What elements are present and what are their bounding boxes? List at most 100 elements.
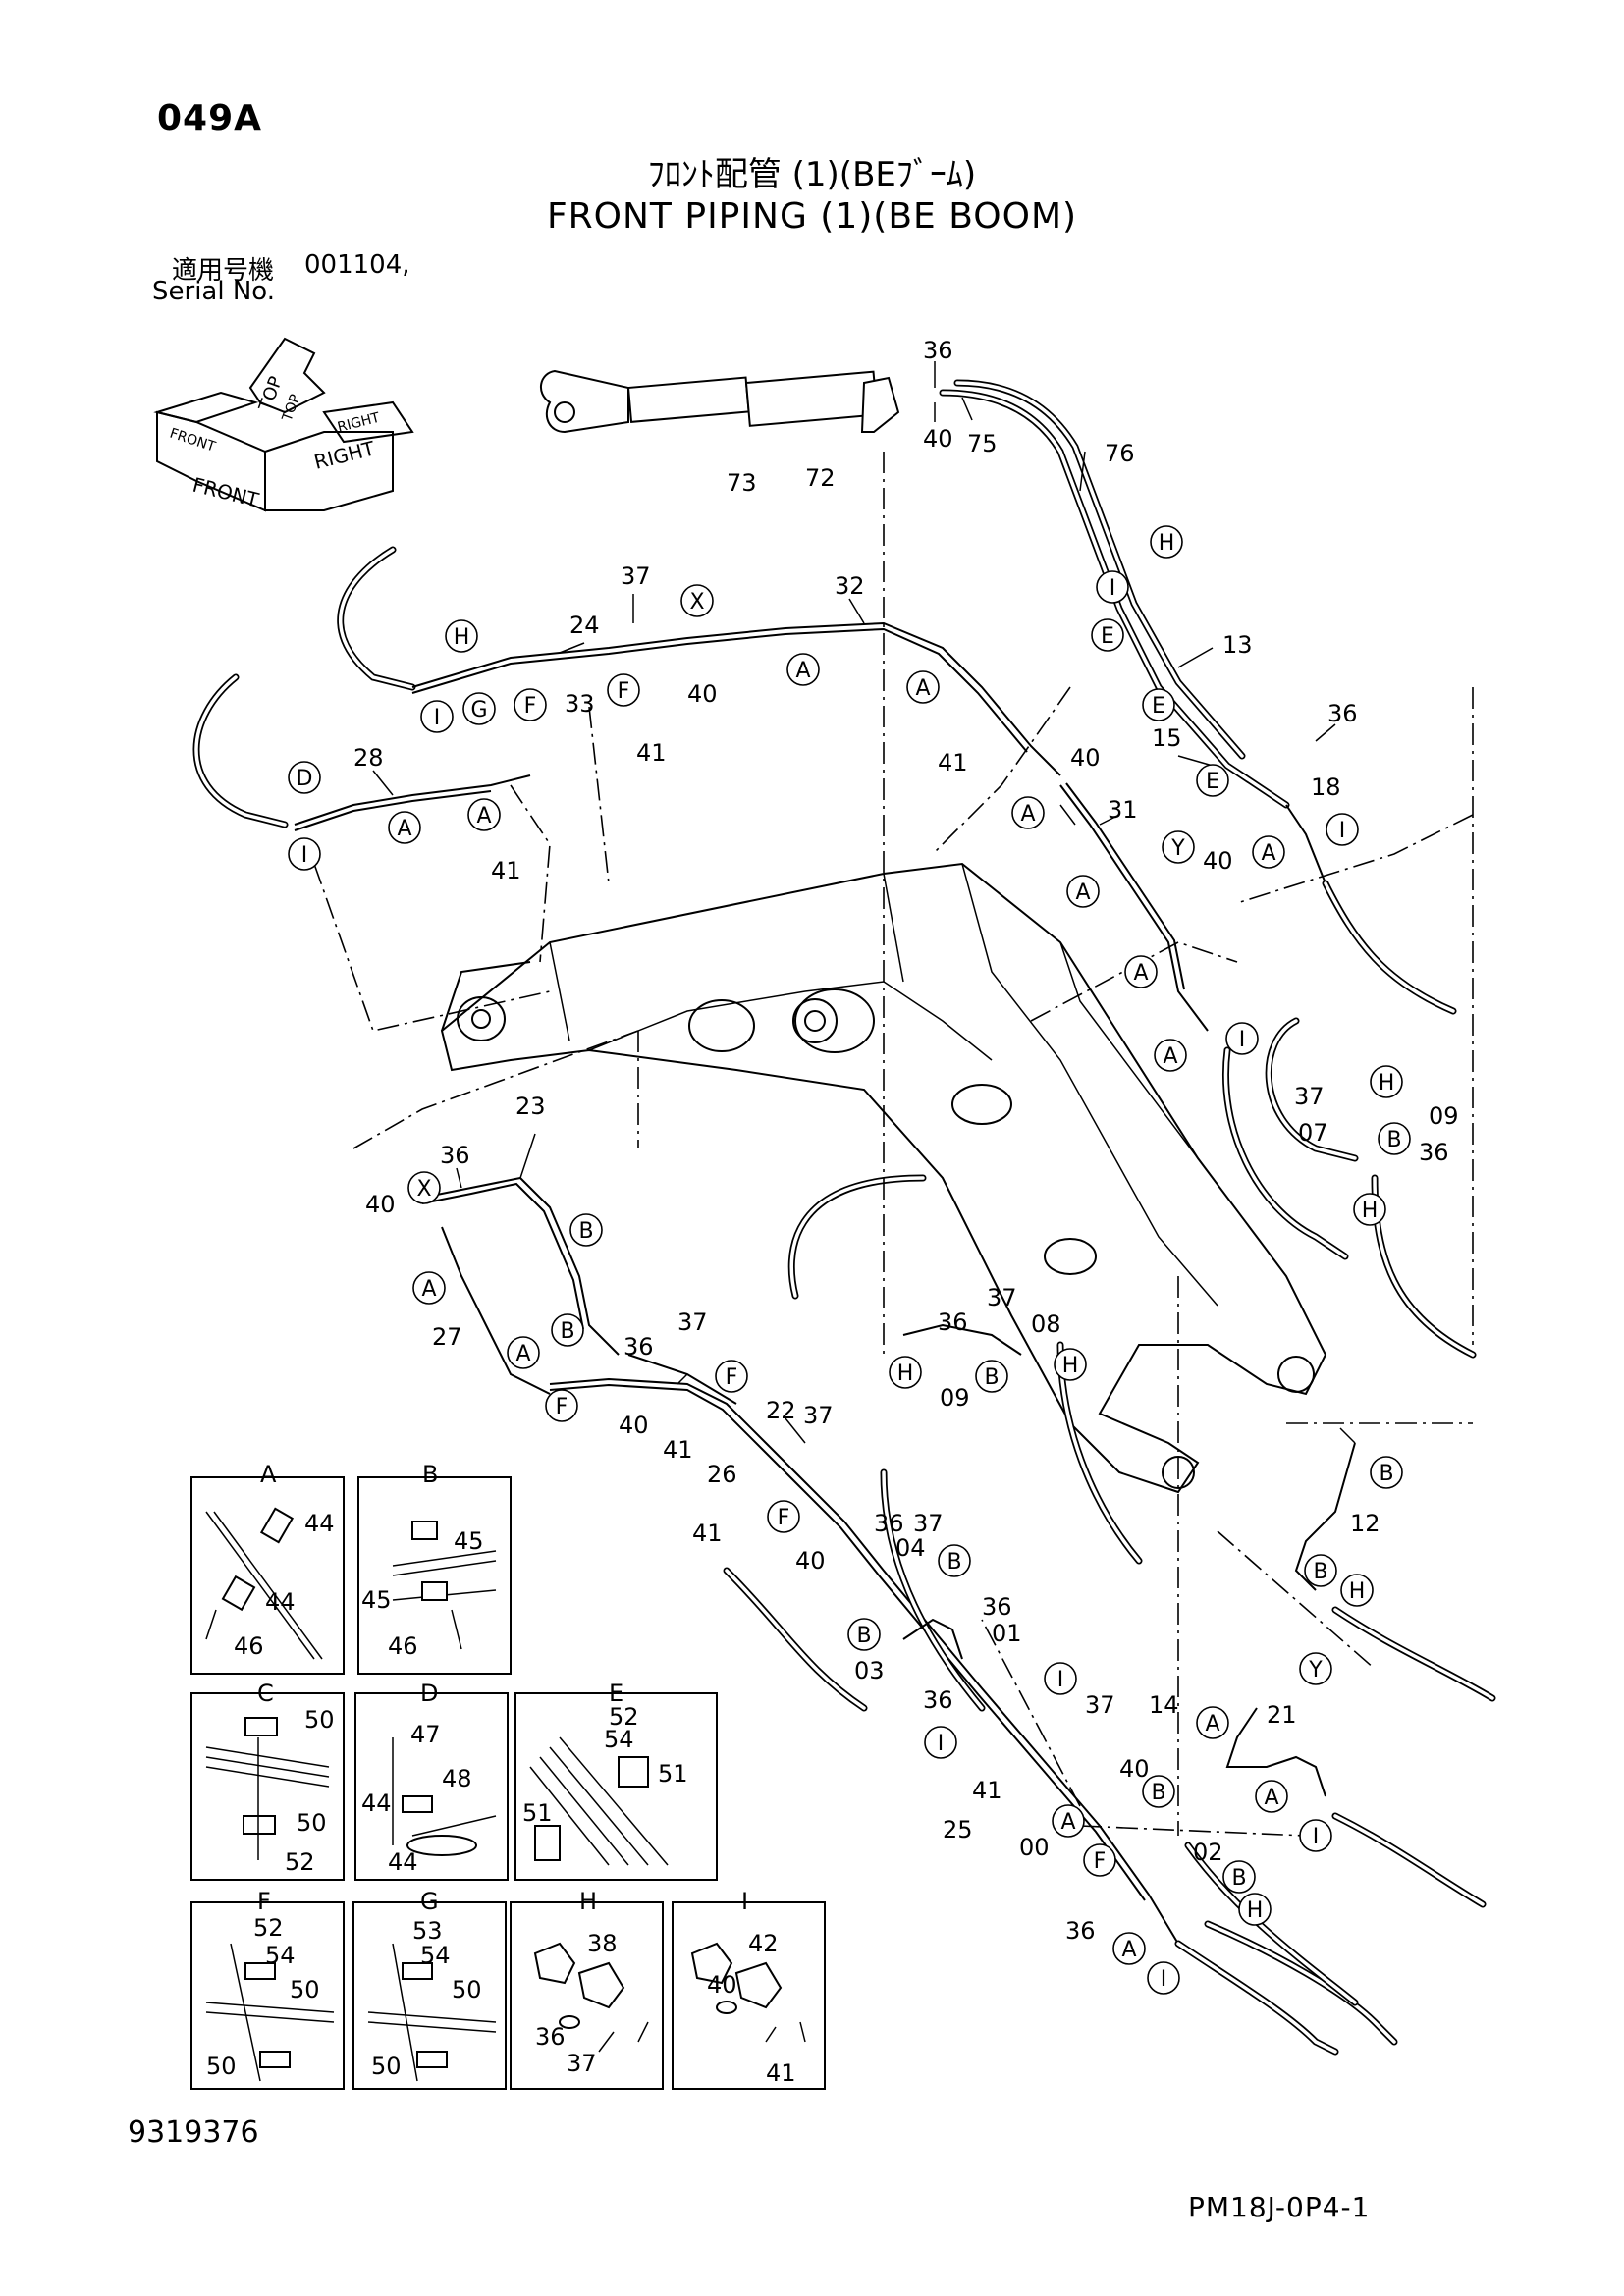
part-number: 32 (835, 572, 865, 600)
orientation-indicator: FRONT RIGHT TOP FRONT RIGHT TOP (153, 337, 414, 512)
detail-number: 51 (658, 1760, 688, 1788)
detail-number: 36 (535, 2023, 566, 2051)
title-japanese: ﾌﾛﾝﾄ配管 (1)(BEﾌﾞｰﾑ) (647, 155, 977, 194)
circle-label: G (470, 698, 487, 722)
detail-number: 45 (454, 1527, 484, 1555)
circle-label: H (1159, 531, 1175, 556)
detail-number: 50 (371, 2053, 402, 2080)
circle-label: A (795, 659, 810, 683)
detail-number: 52 (253, 1914, 284, 1942)
part-number: 36 (1327, 700, 1358, 727)
part-number: 75 (967, 430, 998, 457)
circle-label: A (1075, 881, 1090, 905)
detail-panel-d (354, 1692, 509, 1881)
part-number: 28 (353, 744, 384, 772)
part-number: 40 (619, 1412, 649, 1439)
circle-label: H (1247, 1898, 1264, 1923)
part-number: 09 (1429, 1102, 1459, 1130)
circle-label: H (1062, 1354, 1079, 1378)
sheet-code: PM18J-0P4-1 (1188, 2191, 1371, 2223)
part-number: 37 (1085, 1691, 1115, 1719)
part-number: 36 (440, 1142, 470, 1169)
circle-label: B (1379, 1462, 1393, 1486)
part-number: 72 (805, 464, 836, 492)
detail-panel-g (352, 1901, 507, 2090)
circle-label: B (1313, 1560, 1327, 1584)
circle-label: B (560, 1319, 574, 1344)
reference-lines (313, 452, 1474, 1837)
part-number: 09 (940, 1384, 970, 1412)
part-number: 01 (992, 1620, 1022, 1647)
part-number: 41 (692, 1520, 723, 1547)
part-number: 14 (1149, 1691, 1179, 1719)
part-number: 40 (365, 1191, 396, 1218)
part-number: 36 (1419, 1139, 1449, 1166)
part-number: 36 (938, 1308, 968, 1336)
circle-label: B (1151, 1781, 1165, 1805)
detail-title-h: H (579, 1888, 597, 1915)
part-number: 37 (803, 1402, 834, 1429)
part-number: 26 (707, 1461, 737, 1488)
detail-number: 44 (388, 1848, 418, 1876)
part-number: 24 (569, 612, 600, 639)
circle-label: E (1101, 624, 1114, 649)
detail-number: 44 (304, 1510, 335, 1537)
detail-number: 44 (265, 1588, 296, 1616)
detail-number: 50 (304, 1706, 335, 1734)
part-number: 36 (982, 1593, 1012, 1621)
part-number: 08 (1031, 1310, 1061, 1338)
part-number: 41 (491, 857, 521, 884)
part-number: 13 (1222, 631, 1253, 659)
part-number: 40 (923, 425, 953, 453)
part-number: 15 (1152, 724, 1182, 752)
circle-label: I (1110, 576, 1116, 601)
circle-label: X (689, 590, 704, 614)
circle-label: B (947, 1550, 961, 1575)
circle-label: A (915, 676, 930, 701)
part-number: 00 (1019, 1834, 1050, 1861)
detail-number: 46 (388, 1632, 418, 1660)
part-number: 40 (1203, 847, 1233, 875)
part-number: 37 (1294, 1083, 1325, 1110)
orientation-label-front-2: FRONT (168, 426, 218, 455)
circle-label: F (524, 694, 537, 719)
circle-label: B (578, 1219, 593, 1244)
orientation-label-front: FRONT (190, 473, 262, 512)
circle-label: A (1020, 802, 1035, 827)
circle-label: I (1313, 1825, 1320, 1849)
part-number: 36 (923, 1686, 953, 1714)
part-number: 03 (854, 1657, 885, 1684)
detail-number: 54 (265, 1942, 296, 1969)
detail-panel-a (190, 1476, 345, 1675)
part-number: 36 (1065, 1917, 1096, 1945)
serial-sublabel: Serial No. (152, 277, 275, 306)
arm-cylinder (540, 369, 1290, 809)
part-number: 31 (1108, 796, 1138, 824)
circle-label: B (984, 1365, 999, 1390)
circle-label: A (1264, 1786, 1278, 1810)
part-number: 41 (663, 1436, 693, 1464)
detail-title-d: D (420, 1680, 438, 1707)
circle-label: B (856, 1624, 871, 1648)
detail-number: 46 (234, 1632, 264, 1660)
serial-value: 001104, (304, 250, 410, 280)
boom-structure (440, 862, 1327, 1494)
part-number: 40 (1070, 744, 1101, 772)
detail-title-c: C (257, 1680, 274, 1707)
circle-label: I (1239, 1028, 1246, 1052)
circle-label: I (1057, 1668, 1064, 1692)
circle-label: A (1205, 1712, 1219, 1736)
part-number: 27 (432, 1323, 462, 1351)
detail-panels (190, 1476, 826, 2090)
circle-label: I (434, 706, 441, 730)
part-number: 37 (621, 562, 651, 590)
circle-label: F (618, 679, 630, 704)
part-number: 25 (943, 1816, 973, 1843)
part-number: 37 (913, 1510, 944, 1537)
detail-number: 50 (206, 2053, 237, 2080)
detail-panel-b (357, 1476, 512, 1675)
part-number: 40 (795, 1547, 826, 1575)
detail-number: 47 (410, 1721, 441, 1748)
detail-number: 38 (587, 1930, 618, 1957)
